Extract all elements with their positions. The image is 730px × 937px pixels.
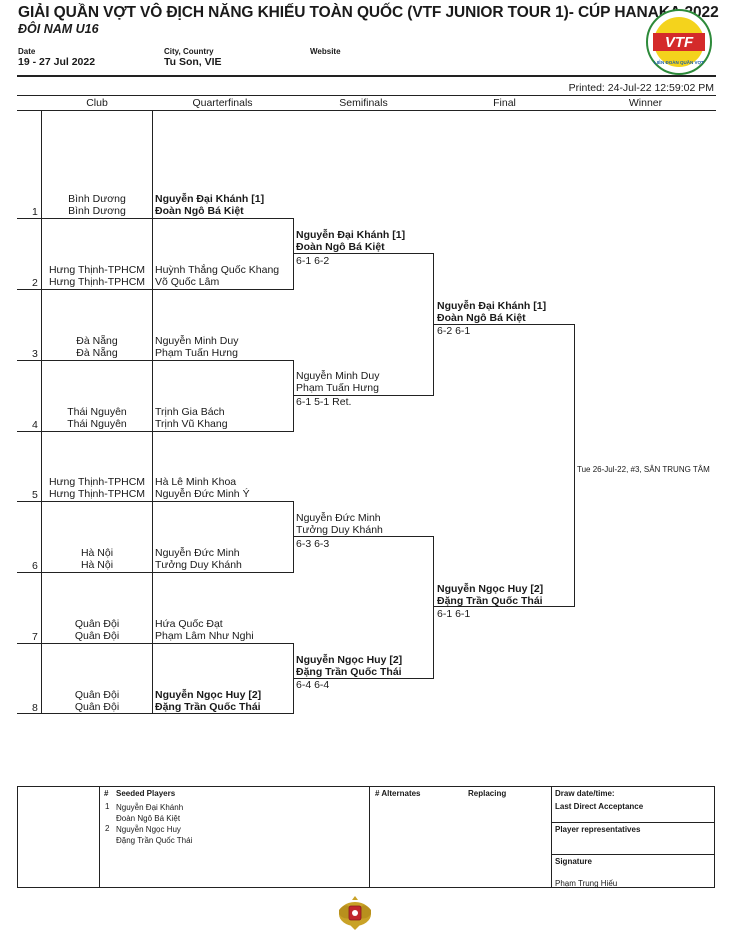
entry-line: [17, 643, 294, 644]
event-subtitle: ĐÔI NAM U16: [18, 22, 99, 36]
entry-line: [17, 289, 294, 290]
sf-score: 6-1 6-2: [296, 255, 330, 267]
signature-name: Phạm Trung Hiếu: [555, 879, 618, 888]
logo-caption: LIÊN ĐOÀN QUẦN VỢT: [654, 58, 704, 65]
col-quarterfinals: Quarterfinals: [192, 97, 253, 109]
header-rule: [17, 75, 716, 77]
tournament-title: GIẢI QUẦN VỢT VÔ ĐỊCH NĂNG KHIẾU TOÀN QU…: [18, 4, 719, 21]
sf-line: [293, 536, 434, 537]
final-score: 6-1 6-1: [437, 608, 471, 620]
sf-connector: [433, 536, 434, 679]
club-left-rule: [41, 111, 42, 714]
footer-divider: [369, 786, 370, 888]
sf-line: [293, 678, 434, 679]
alternates-label: # Alternates: [375, 789, 421, 798]
entry-players: Nguyễn Đại Khánh [1]Đoàn Ngô Bá Kiệt: [155, 193, 265, 217]
city-label: City, Country: [164, 47, 214, 56]
sf-players: Nguyễn Đại Khánh [1]Đoàn Ngô Bá Kiệt: [296, 229, 406, 253]
final-players: Nguyễn Đại Khánh [1]Đoàn Ngô Bá Kiệt: [437, 300, 547, 324]
footer-divider: [551, 786, 552, 888]
entry-line: [17, 218, 294, 219]
final-line: [433, 324, 575, 325]
final-line: [433, 606, 575, 607]
seed-number: 2: [105, 824, 110, 833]
seed-hash: #: [104, 789, 109, 798]
seed-number: 1: [105, 802, 110, 811]
colhead-bottom-rule: [17, 110, 716, 111]
logo-text: VTF: [665, 34, 694, 51]
footer-divider: [99, 786, 100, 888]
lda-label: Last Direct Acceptance: [555, 802, 644, 811]
entry-number: 1: [32, 206, 38, 218]
entry-number: 5: [32, 489, 38, 501]
website-label: Website: [310, 47, 341, 56]
draw-date-label: Draw date/time:: [555, 789, 615, 798]
player-reps-label: Player representatives: [555, 825, 641, 834]
col-final: Final: [493, 97, 516, 109]
club-right-rule: [152, 111, 153, 714]
entry-number: 8: [32, 702, 38, 714]
sf-score: 6-3 6-3: [296, 538, 330, 550]
footer-row-rule: [551, 822, 715, 823]
final-players: Nguyễn Ngọc Huy [2]Đặng Trần Quốc Thái: [437, 583, 544, 607]
sf-line: [293, 253, 434, 254]
qf-connector: [293, 218, 294, 290]
entry-line: [17, 360, 294, 361]
col-club: Club: [86, 97, 108, 109]
entry-line: [17, 572, 294, 573]
vtf-logo: VTF LIÊN ĐOÀN QUẦN VỢT: [645, 8, 713, 76]
sf-score: 6-4 6-4: [296, 679, 330, 691]
replacing-label: Replacing: [468, 789, 507, 798]
entry-number: 7: [32, 631, 38, 643]
footer-table: [17, 786, 715, 888]
colhead-top-rule: [17, 95, 716, 96]
printed-timestamp: Printed: 24-Jul-22 12:59:02 PM: [568, 82, 714, 94]
entry-number: 3: [32, 348, 38, 360]
sf-score: 6-1 5-1 Ret.: [296, 396, 352, 408]
qf-connector: [293, 360, 294, 432]
col-semifinals: Semifinals: [339, 97, 388, 109]
qf-connector: [293, 501, 294, 573]
winner-schedule: Tue 26-Jul-22, #3, SÂN TRUNG TÂM: [577, 465, 710, 474]
sf-players: Nguyễn Ngọc Huy [2]Đặng Trần Quốc Thái: [296, 654, 403, 678]
final-connector: [574, 324, 575, 607]
sf-line: [293, 395, 434, 396]
date-label: Date: [18, 47, 36, 56]
col-winner: Winner: [628, 97, 663, 109]
emblem-icon: [335, 892, 375, 932]
signature-label: Signature: [555, 857, 592, 866]
entry-line: [17, 713, 294, 714]
entry-number: 6: [32, 560, 38, 572]
seeded-label: Seeded Players: [116, 789, 176, 798]
entry-players: Nguyễn Ngọc Huy [2]Đặng Trần Quốc Thái: [155, 689, 262, 713]
city-value: Tu Son, VIE: [164, 56, 222, 68]
entry-line: [17, 431, 294, 432]
entry-number: 2: [32, 277, 38, 289]
final-score: 6-2 6-1: [437, 325, 471, 337]
date-value: 19 - 27 Jul 2022: [18, 56, 96, 68]
footer-row-rule: [551, 854, 715, 855]
entry-number: 4: [32, 419, 38, 431]
entry-line: [17, 501, 294, 502]
